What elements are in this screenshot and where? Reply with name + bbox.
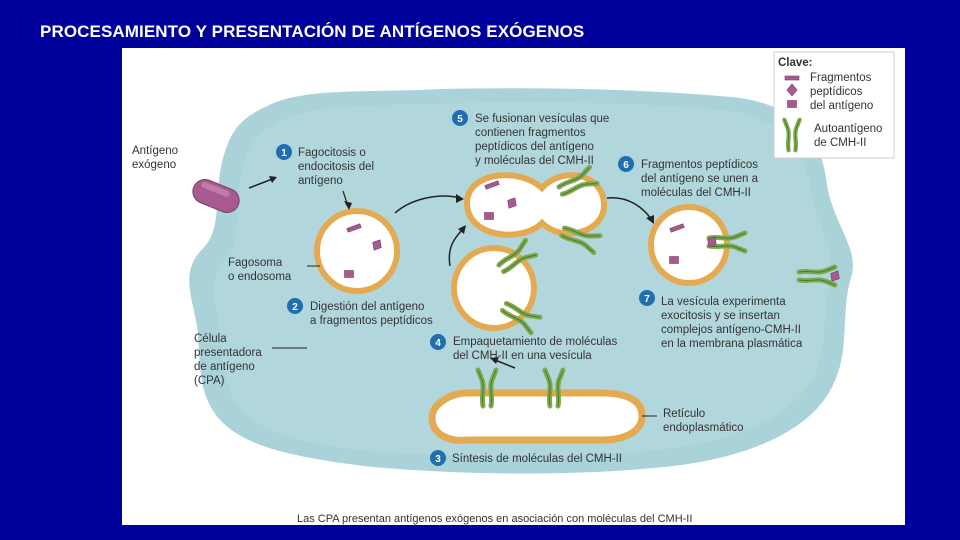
svg-text:4: 4: [435, 338, 441, 349]
loaded-vesicle: [648, 204, 745, 286]
step-5: 5 Se fusionan vesículas que contienen fr…: [452, 110, 612, 167]
label-phagosome: Fagosoma o endosoma: [228, 257, 292, 283]
svg-text:7: 7: [644, 294, 650, 305]
svg-text:6: 6: [623, 160, 629, 171]
label-er: Retículo endoplasmático: [663, 408, 744, 434]
svg-text:Empaquetamiento de moléculas: Empaquetamiento de moléculas del CMH-II …: [453, 336, 621, 362]
step-1: 1 Fagocitosis o endocitosis del antígeno: [276, 144, 377, 187]
svg-text:Se fusionan vesículas que: Se fusionan vesículas que contienen frag…: [475, 113, 612, 167]
endoplasmic-reticulum: [428, 370, 646, 444]
label-antigen: Antígeno exógeno: [132, 145, 181, 171]
svg-text:3: 3: [435, 454, 441, 465]
step-7: 7 La vesícula experimenta exocitosis y s…: [639, 290, 804, 350]
figure-panel: Antígeno exógeno Fagosoma o endosoma Cél…: [122, 48, 905, 525]
svg-text:Fragmentos peptídicos de: Fragmentos peptídicos del antígeno se un…: [641, 159, 761, 199]
key-fragments-label: Fragmentos peptídicos del antígeno: [810, 72, 875, 112]
phagosome-vesicle: [314, 208, 400, 294]
svg-text:Digestión del antígeno a: Digestión del antígeno a fragmentos pept…: [310, 301, 433, 327]
svg-text:La vesícula experimenta: La vesícula experimenta exocitosis y se …: [661, 296, 804, 350]
svg-text:5: 5: [457, 114, 463, 125]
key-box: Clave: Fragmentos peptídicos del antígen…: [773, 51, 895, 159]
fused-vesicles: [463, 167, 607, 252]
step-3: 3 Síntesis de moléculas del CMH-II: [430, 450, 622, 466]
mhc-vesicle: [451, 240, 540, 332]
step-6: 6 Fragmentos peptídicos del antígeno se …: [618, 156, 761, 199]
step-2: 2 Digestión del antígeno a fragmentos pe…: [287, 298, 433, 327]
svg-text:Clave:: Clave:: [778, 57, 813, 69]
svg-text:Fagocitosis o endocitosi: Fagocitosis o endocitosis del antígeno: [298, 147, 377, 187]
label-apc: Célula presentadora de antígeno (CPA): [194, 333, 265, 387]
step-4: 4 Empaquetamiento de moléculas del CMH-I…: [430, 334, 621, 362]
figure-caption: Las CPA presentan antígenos exógenos en …: [297, 513, 692, 525]
svg-text:2: 2: [292, 302, 298, 313]
svg-text:Síntesis de moléculas del CMH-: Síntesis de moléculas del CMH-II: [452, 453, 622, 465]
slide-title: PROCESAMIENTO Y PRESENTACIÓN DE ANTÍGENO…: [40, 22, 585, 41]
svg-text:1: 1: [281, 148, 287, 159]
key-autoantigen-label: Autoantígeno de CMH-II: [814, 123, 886, 149]
